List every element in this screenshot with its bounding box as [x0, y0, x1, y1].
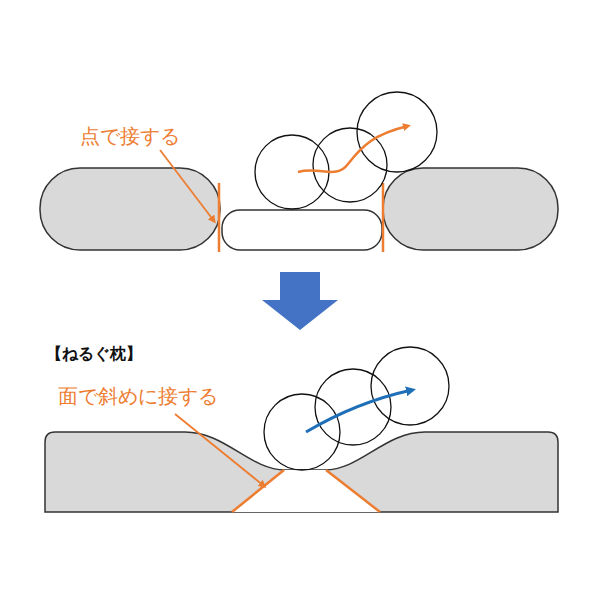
conventional-pillow [40, 92, 558, 252]
callout-label: 点で接する [80, 124, 180, 148]
callout-label: 面で斜めに接する [58, 384, 218, 408]
down-arrow [262, 272, 338, 330]
product-title: 【ねるぐ枕】 [46, 344, 142, 363]
nerugu-pillow [45, 347, 558, 512]
